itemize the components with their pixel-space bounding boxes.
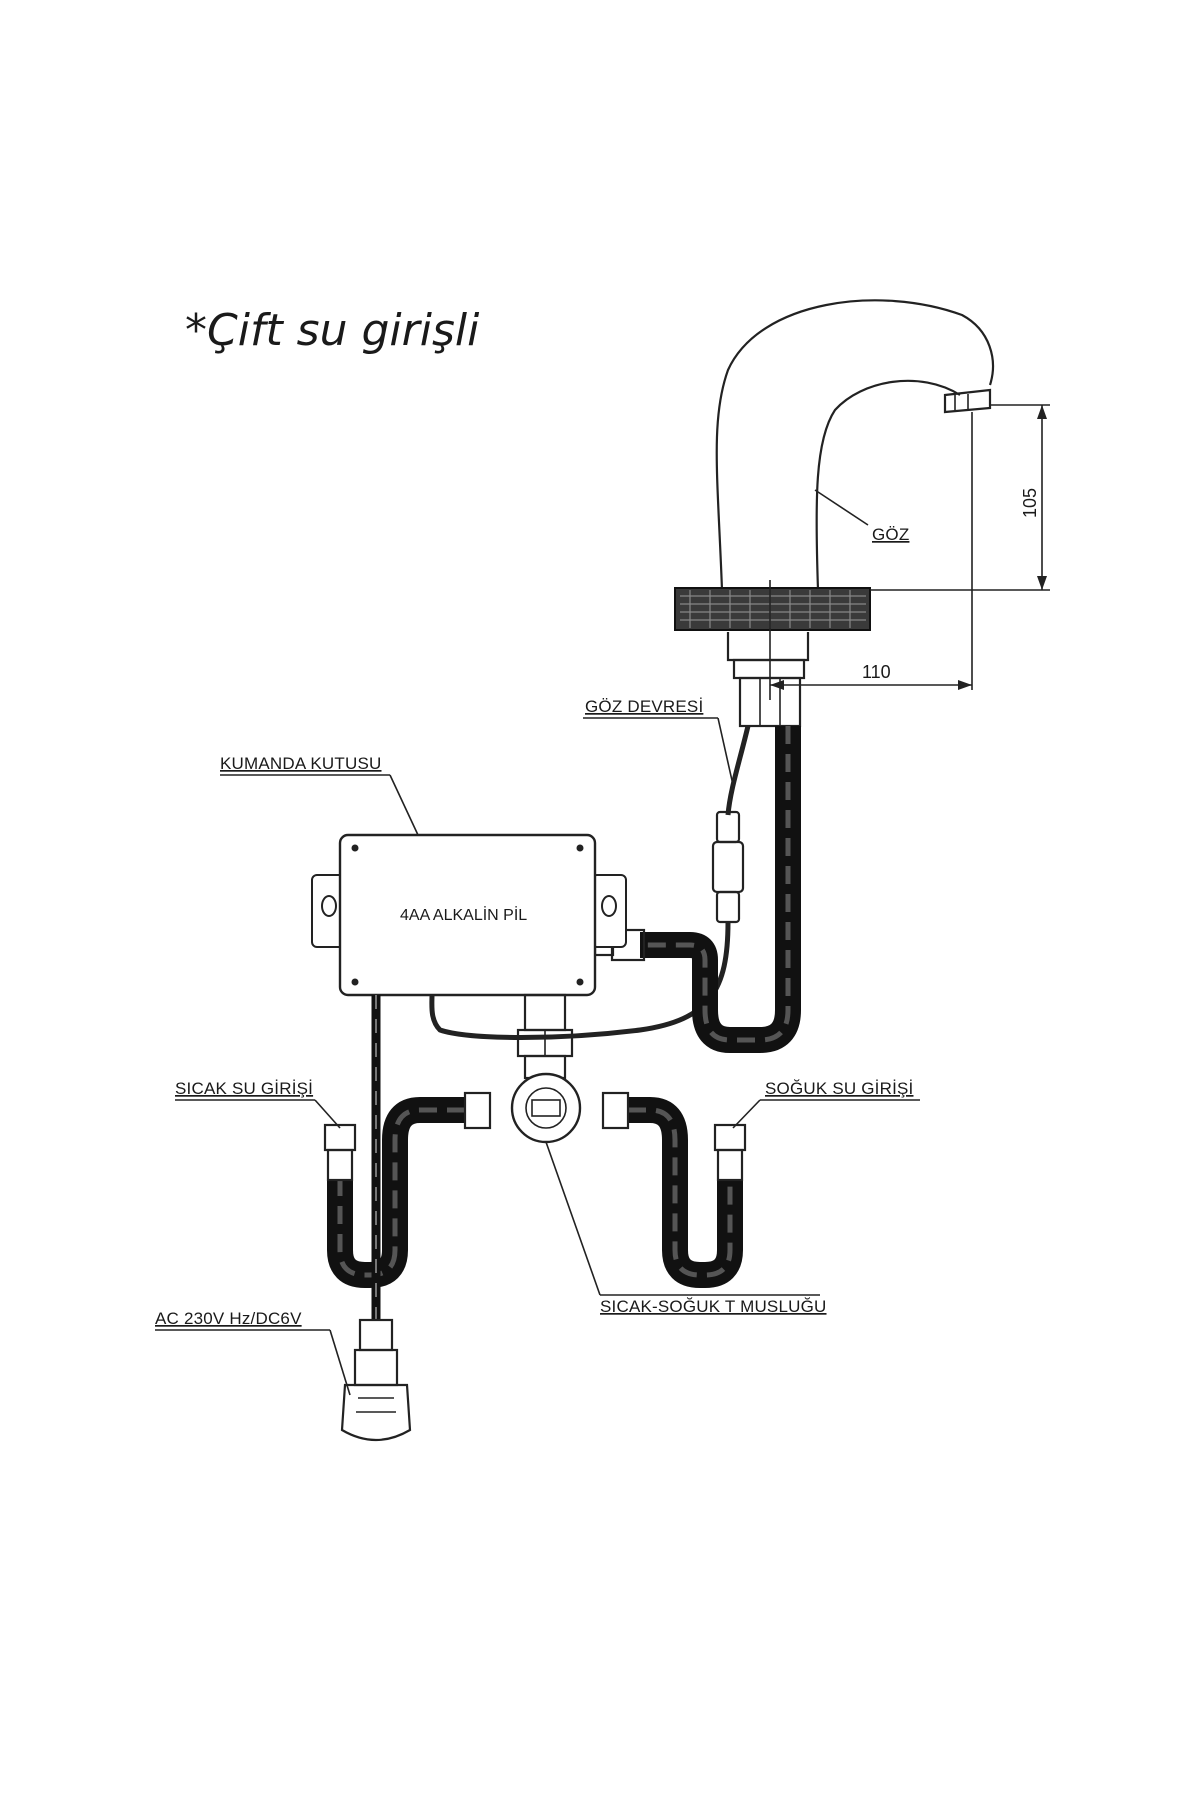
label-cold-inlet: SOĞUK SU GİRİŞİ (765, 1079, 913, 1098)
label-control-box: KUMANDA KUTUSU (220, 754, 382, 773)
hot-water-inlet: SICAK SU GİRİŞİ (175, 1079, 408, 1288)
t-valve-assembly: SICAK-SOĞUK T MUSLUĞU (382, 993, 827, 1316)
label-hot-inlet: SICAK SU GİRİŞİ (175, 1079, 313, 1098)
label-battery: 4AA ALKALİN PİL (400, 905, 527, 924)
faucet: GÖZ (674, 299, 994, 728)
label-eye: GÖZ (872, 525, 909, 544)
label-eye-circuit: GÖZ DEVRESİ (585, 697, 703, 716)
cold-water-inlet: SOĞUK SU GİRİŞİ (713, 1079, 920, 1182)
control-box: 4AA ALKALİN PİL KUMANDA KUTUSU (220, 754, 627, 997)
label-t-valve: SICAK-SOĞUK T MUSLUĞU (600, 1297, 827, 1316)
dimension-lines: 105 110 (770, 404, 1050, 690)
dimension-height: 105 (1020, 488, 1040, 518)
power-cable: AC 230V Hz/DC6V (155, 995, 412, 1441)
dimension-reach: 110 (862, 662, 891, 682)
label-power: AC 230V Hz/DC6V (155, 1309, 302, 1328)
diagram-title: *Çift su girişli (185, 305, 480, 356)
